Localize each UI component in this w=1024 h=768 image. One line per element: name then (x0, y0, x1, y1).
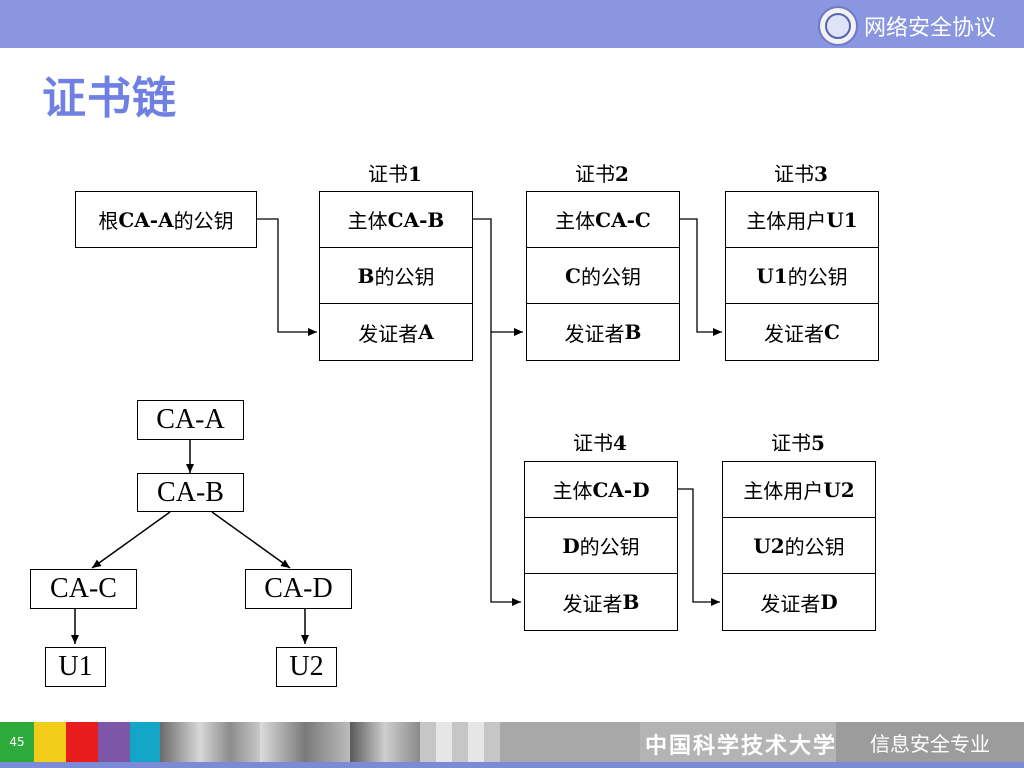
tree-node-ca-a: CA-A (137, 400, 244, 440)
page-title: 证书链 (42, 73, 177, 124)
tree-node-ca-d: CA-D (245, 569, 352, 609)
footer-photo-tile (260, 722, 350, 762)
arrow-cert4-to-cert5 (678, 488, 720, 606)
arrow-root-to-cert1 (257, 218, 317, 336)
tree-node-u2: U2 (276, 647, 337, 687)
footer-photo-tile (350, 722, 420, 762)
university-name: 中国科学技术大学 (645, 733, 838, 759)
cert-label-1: 证书1 (368, 162, 422, 186)
university-seal-icon (817, 6, 858, 46)
tree-node-ca-b: CA-B (137, 473, 244, 512)
cert-label-2: 证书2 (575, 162, 629, 186)
tree-edge-b-d (211, 511, 291, 569)
color-swatch-yellow (34, 722, 66, 762)
cert-label-4: 证书4 (573, 431, 627, 455)
major-label: 信息安全专业 (836, 722, 1024, 762)
tree-node-u1: U1 (45, 647, 106, 687)
color-swatch-red (66, 722, 98, 762)
header-bar: 网络安全协议 (0, 0, 1024, 48)
arrow-cert1-to-cert4 (490, 332, 521, 606)
arrow-cert1-to-cert2 (473, 218, 523, 336)
page-number: 45 (0, 722, 34, 762)
footer-photo-tile (500, 722, 640, 762)
arrow-cert2-to-cert3 (680, 218, 722, 336)
course-title: 网络安全协议 (863, 16, 996, 41)
course-header: 网络安全协议 (817, 6, 996, 46)
tree-node-ca-c: CA-C (30, 569, 137, 609)
footer-accent-line (0, 762, 1024, 768)
color-swatch-purple (98, 722, 130, 762)
cert-label-5: 证书5 (771, 431, 825, 455)
cert-label-3: 证书3 (774, 162, 828, 186)
footer-photo-tile (160, 722, 260, 762)
footer-photo-tile (420, 722, 500, 762)
tree-edge-b-c (91, 511, 171, 569)
color-swatch-cyan (130, 722, 160, 762)
